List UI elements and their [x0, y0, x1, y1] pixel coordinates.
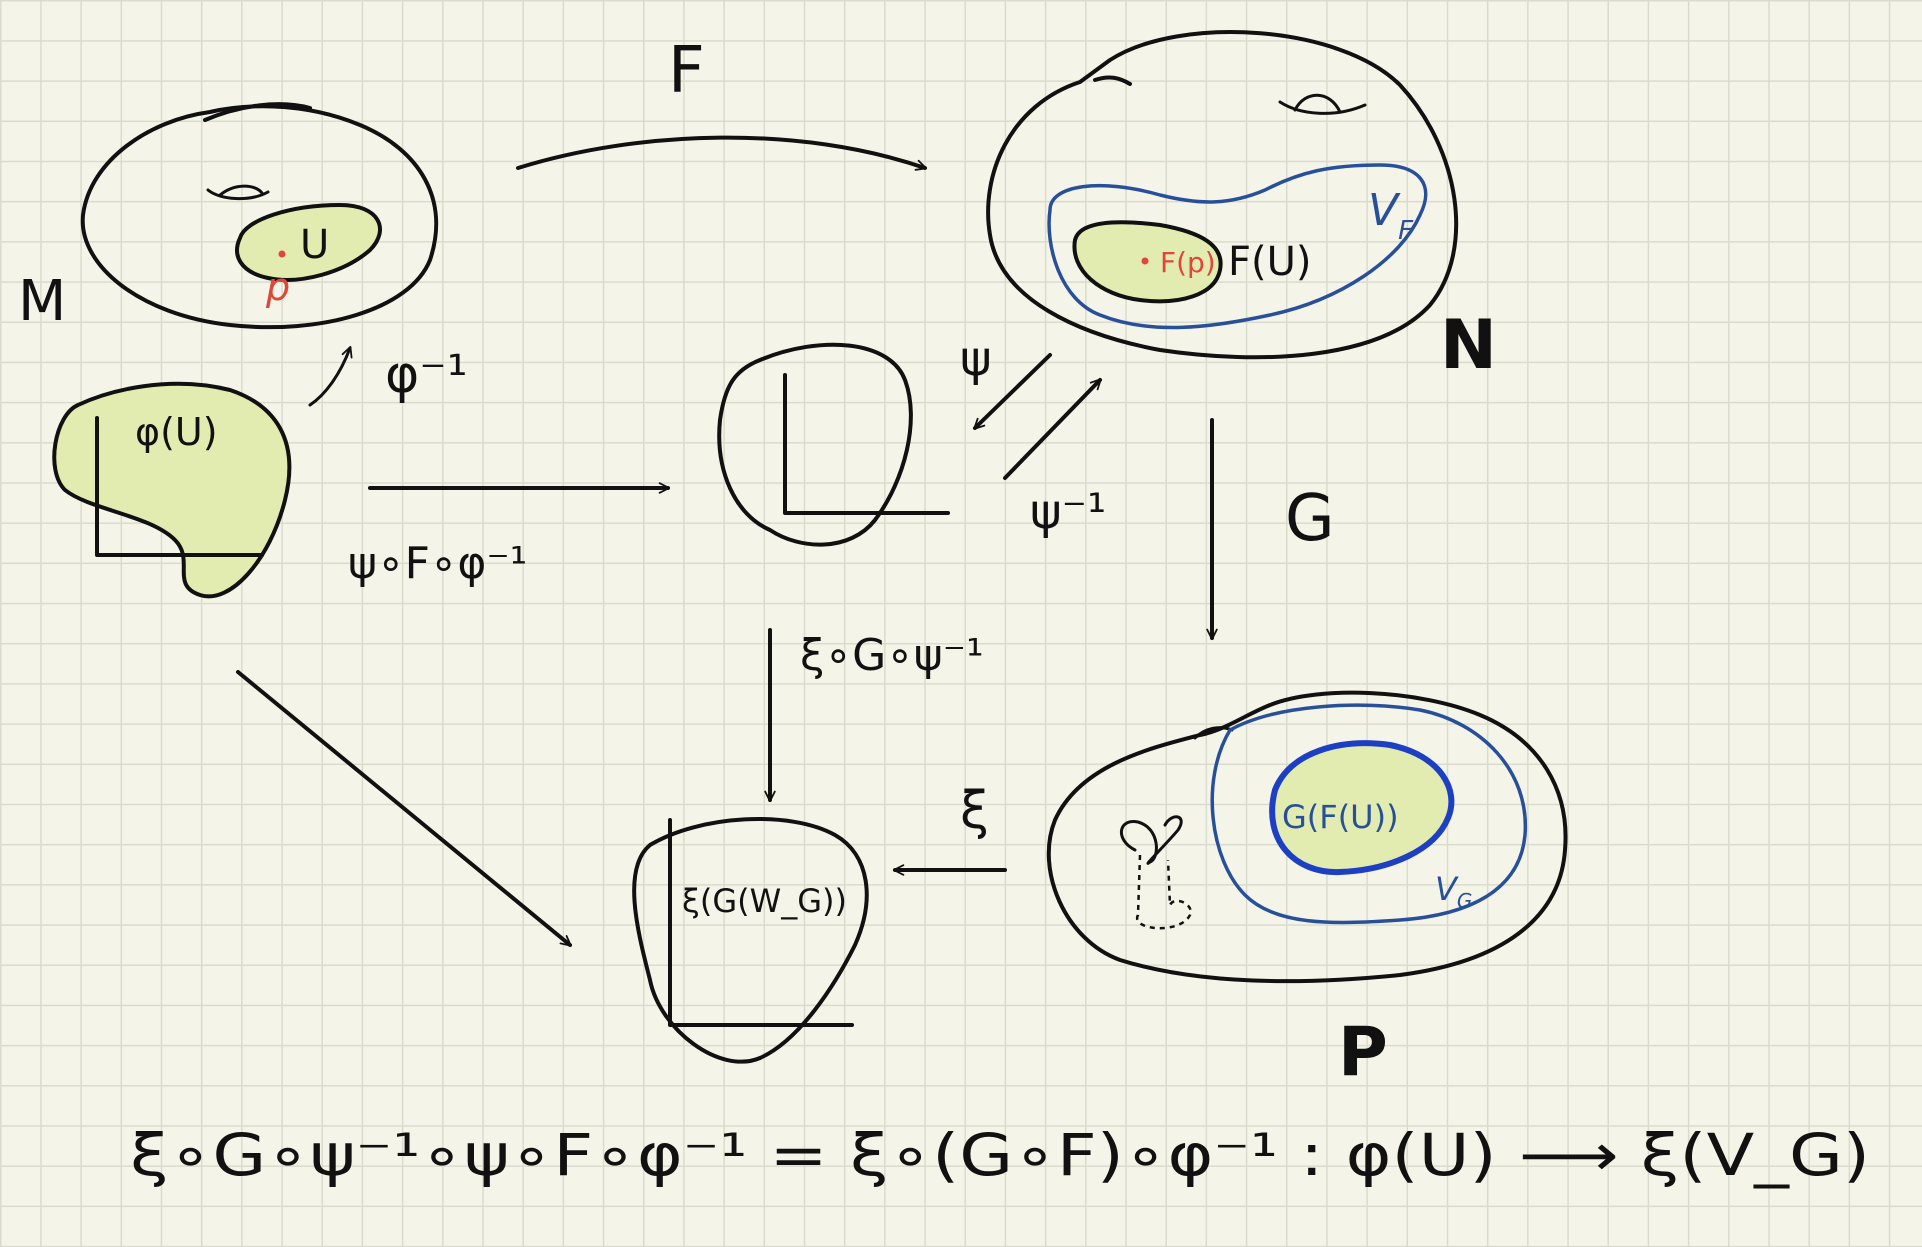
open-set-U: [235, 202, 382, 282]
point-p: [278, 250, 286, 258]
torus-hole-M: [206, 188, 270, 201]
arrows-psi: ψ ψ⁻¹: [960, 331, 1106, 540]
label-psi-inv: ψ⁻¹: [1030, 484, 1106, 540]
torus-hole-N: [1278, 100, 1367, 115]
neighborhood-V-F: [1047, 163, 1428, 330]
arrow-diagonal: [236, 670, 572, 947]
chart-phi-U: φ(U): [52, 381, 292, 599]
chart-bottom: ξ(G(W_G)): [632, 817, 869, 1064]
point-F-p: [1141, 257, 1149, 265]
label-N: N: [1440, 306, 1497, 385]
arrow-xi-G-psi-inv: ξ∘G∘ψ⁻¹: [764, 628, 984, 803]
arrow-G: G: [1206, 418, 1335, 641]
equation-row: ξ∘G∘ψ⁻¹∘ψ∘F∘φ⁻¹ = ξ∘(G∘F)∘φ⁻¹ : φ(U) ⟶ ξ…: [130, 1121, 1870, 1189]
arrow-psi-F-phi-inv: ψ∘F∘φ⁻¹: [348, 482, 671, 589]
manifold-N: F(p) F(U) VF N: [986, 30, 1497, 385]
arrow-phi-inverse: φ⁻¹: [308, 345, 468, 407]
arrow-F: F: [516, 34, 928, 171]
label-M: M: [18, 269, 66, 334]
label-F-U: F(U): [1228, 239, 1312, 285]
handle-icon: [1119, 815, 1183, 865]
label-xi-G-W: ξ(G(W_G)): [682, 882, 847, 920]
dashed-handle-shadow: [1135, 854, 1193, 930]
label-F: F: [668, 34, 705, 108]
label-phi-U: φ(U): [135, 410, 218, 454]
label-P: P: [1338, 1013, 1388, 1092]
manifold-M: p U M: [18, 102, 439, 334]
label-G-F-U: G(F(U)): [1282, 798, 1399, 836]
label-V-G: VG: [1435, 870, 1472, 913]
label-xi: ξ: [960, 781, 989, 841]
label-phi-inv: φ⁻¹: [385, 345, 468, 405]
label-G: G: [1285, 482, 1335, 556]
label-p: p: [265, 265, 290, 309]
image-G-F-U: [1269, 740, 1455, 876]
label-U: U: [300, 222, 329, 268]
label-composite-top: ψ∘F∘φ⁻¹: [348, 538, 527, 589]
neighborhood-V-G: [1210, 703, 1527, 925]
manifold-P: G(F(U)) VG P: [1046, 690, 1568, 1092]
label-V-F: VF: [1368, 185, 1414, 246]
label-F-p: F(p): [1160, 246, 1216, 279]
arrow-xi: ξ: [892, 781, 1007, 876]
label-psi: ψ: [960, 331, 992, 387]
chart-middle: [717, 342, 950, 547]
label-composite-mid: ξ∘G∘ψ⁻¹: [800, 630, 984, 681]
composition-equation: ξ∘G∘ψ⁻¹∘ψ∘F∘φ⁻¹ = ξ∘(G∘F)∘φ⁻¹ : φ(U) ⟶ ξ…: [130, 1121, 1870, 1189]
